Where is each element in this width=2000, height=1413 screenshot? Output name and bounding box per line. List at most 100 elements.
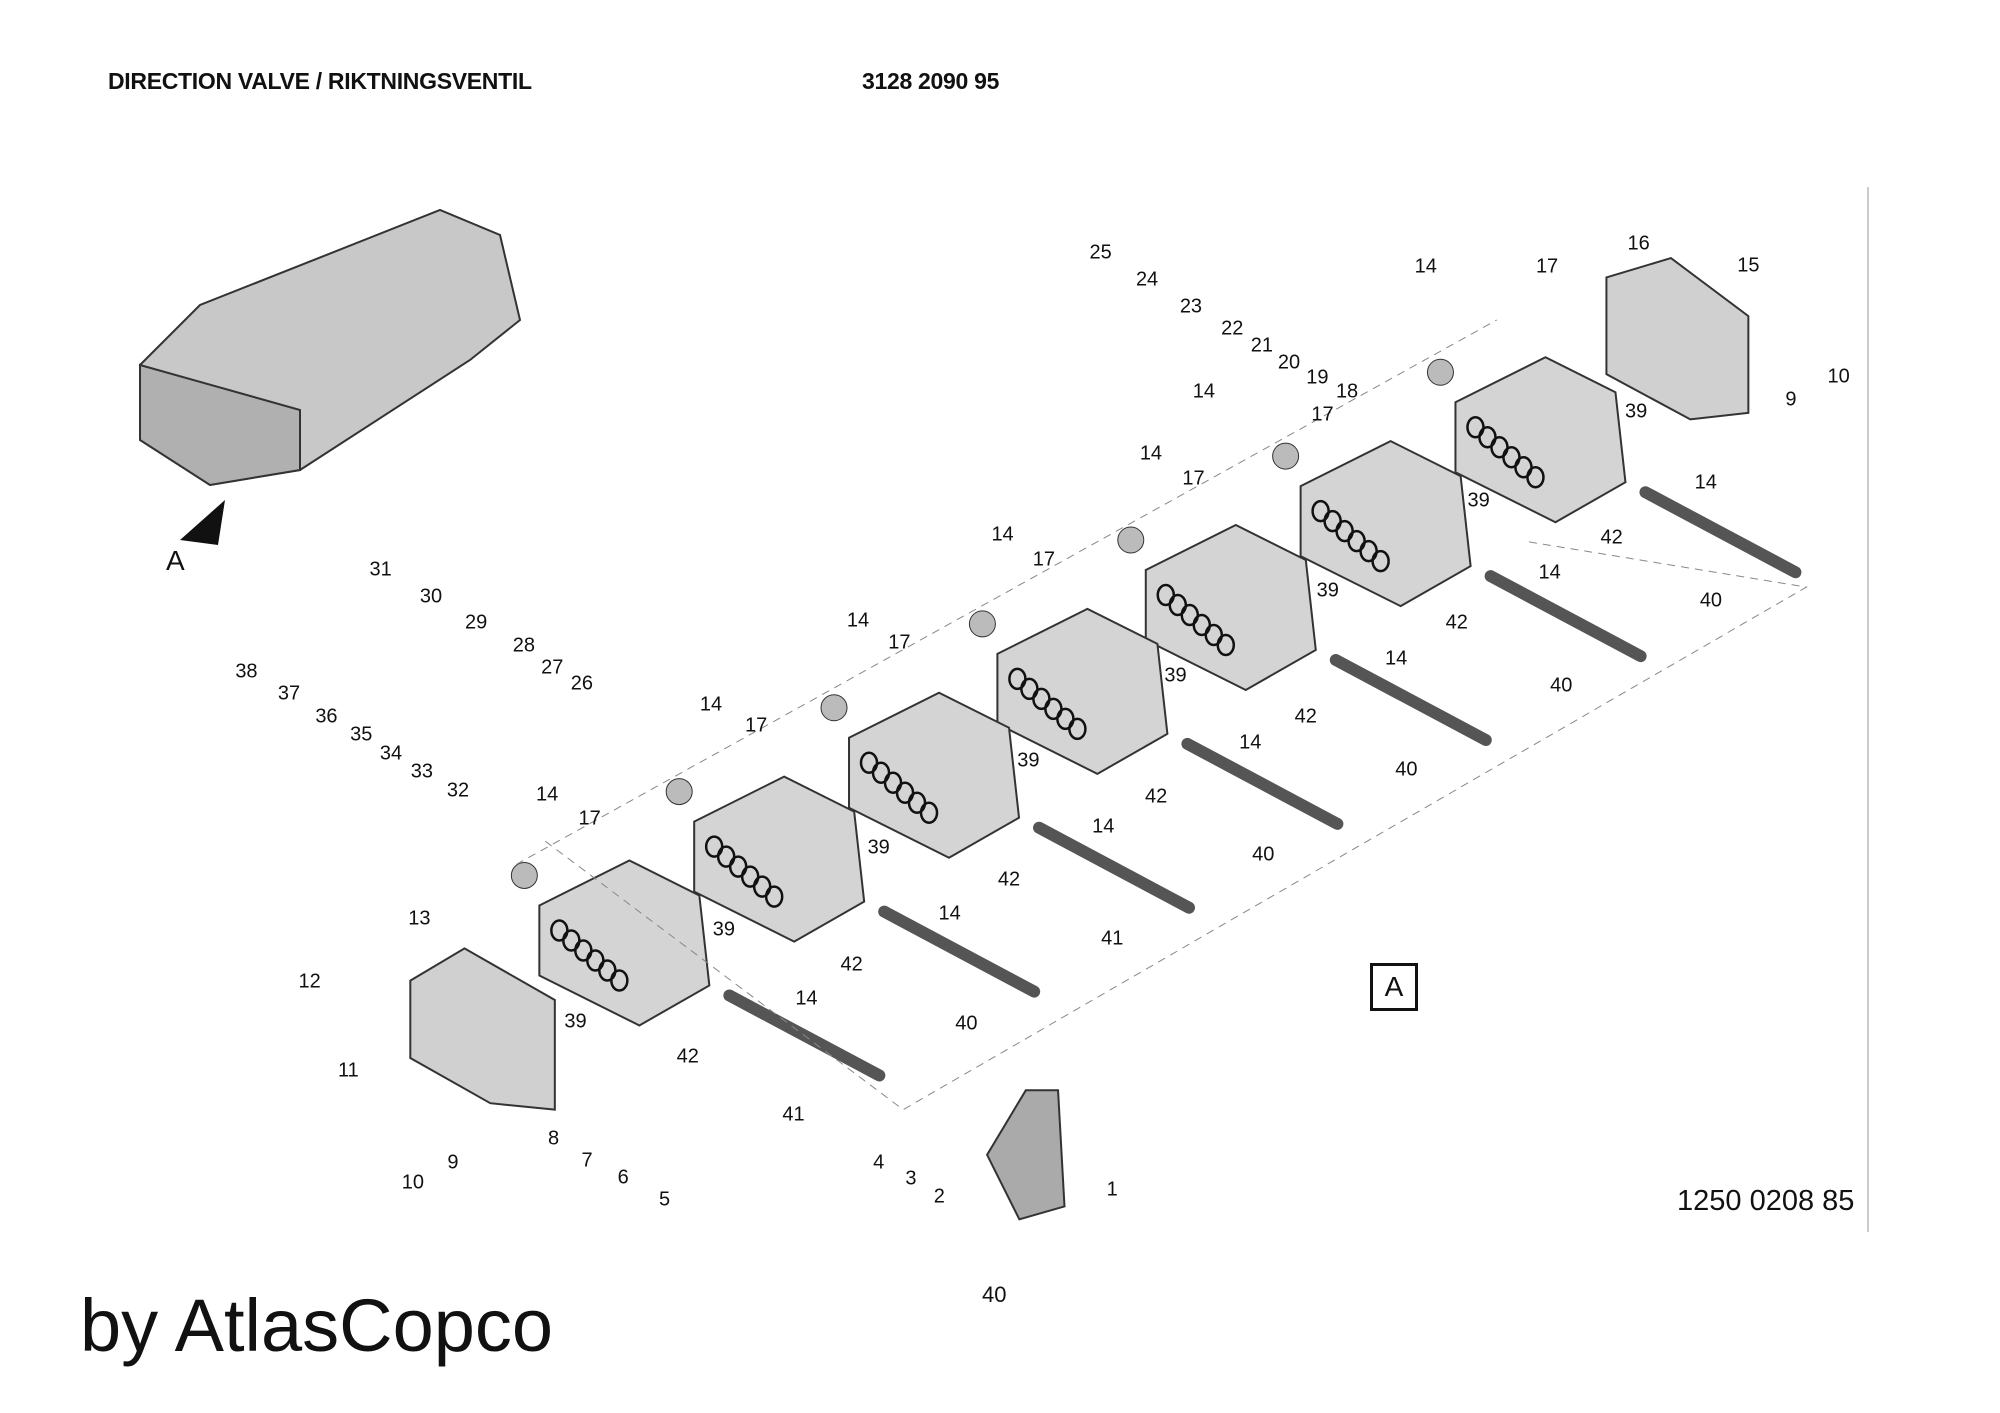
part-number: 3128 2090 95 <box>862 68 1000 94</box>
callout-37: 37 <box>277 682 301 705</box>
callout-10: 10 <box>1827 365 1850 388</box>
drawing-number: 1250 0208 85 <box>1677 1185 1855 1217</box>
o-ring <box>919 801 939 824</box>
plug <box>1272 442 1300 470</box>
callout-14: 14 <box>846 609 870 632</box>
callout-34: 34 <box>379 742 403 765</box>
spool <box>1639 486 1802 579</box>
callout-14: 14 <box>991 523 1014 546</box>
callout-14: 14 <box>1694 471 1717 494</box>
parts-layer <box>409 256 1808 1221</box>
brand-watermark: by AtlasCopco <box>80 1284 554 1367</box>
callout-42: 42 <box>840 953 863 976</box>
callout-14: 14 <box>1239 731 1262 754</box>
callout-40: 40 <box>1252 843 1275 866</box>
callout-27: 27 <box>541 656 564 679</box>
callout-42: 42 <box>1600 526 1623 549</box>
callout-13: 13 <box>408 907 431 930</box>
callout-25: 25 <box>1089 241 1112 264</box>
callout-42: 42 <box>1144 785 1168 808</box>
callout-40: 40 <box>1550 674 1573 697</box>
view-arrow-icon <box>180 500 225 545</box>
callout-42: 42 <box>1294 705 1317 728</box>
callout-3: 3 <box>905 1167 917 1190</box>
callout-22: 22 <box>1221 317 1244 340</box>
document-title: DIRECTION VALVE / RIKTNINGSVENTIL <box>108 68 532 94</box>
callout-40: 40 <box>955 1012 978 1035</box>
view-box-label: A <box>1370 963 1418 1011</box>
callout-11: 11 <box>337 1059 359 1082</box>
callout-40: 40 <box>1395 758 1418 781</box>
o-ring <box>610 969 629 992</box>
callout-41: 41 <box>782 1103 805 1126</box>
callout-20: 20 <box>1277 351 1301 374</box>
callout-30: 30 <box>419 585 443 608</box>
spool <box>1484 570 1647 663</box>
callout-39: 39 <box>564 1010 587 1033</box>
callout-14: 14 <box>938 902 961 925</box>
callout-17: 17 <box>888 631 911 654</box>
callout-17: 17 <box>744 714 768 737</box>
callout-33: 33 <box>410 760 434 783</box>
o-ring <box>1068 717 1087 741</box>
callout-23: 23 <box>1179 295 1203 318</box>
callout-39: 39 <box>712 918 735 941</box>
callout-17: 17 <box>1182 467 1205 490</box>
valve-section-body <box>538 859 711 1027</box>
callout-19: 19 <box>1306 366 1329 389</box>
callout-35: 35 <box>350 723 373 746</box>
callout-2: 2 <box>933 1185 945 1208</box>
callout-15: 15 <box>1737 254 1760 277</box>
callout-41: 41 <box>1101 927 1124 950</box>
spool <box>1329 653 1492 746</box>
dashed-assembly-line <box>541 541 1808 1111</box>
callout-14: 14 <box>1414 255 1437 278</box>
plug <box>968 610 996 638</box>
callout-31: 31 <box>369 558 392 581</box>
callout-16: 16 <box>1627 232 1650 255</box>
o-ring <box>1371 549 1390 573</box>
callout-39: 39 <box>1467 489 1490 512</box>
valve-section-body <box>848 691 1021 859</box>
actuator-housing <box>985 1089 1066 1221</box>
callout-39: 39 <box>1624 400 1648 423</box>
callout-42: 42 <box>676 1045 699 1068</box>
spool <box>1033 821 1196 914</box>
callout-42: 42 <box>1445 611 1468 634</box>
plug <box>1426 358 1454 386</box>
callout-39: 39 <box>1017 749 1040 772</box>
callout-9: 9 <box>447 1151 459 1174</box>
callout-4: 4 <box>873 1151 885 1174</box>
callout-39: 39 <box>1164 664 1187 687</box>
valve-section-body <box>1454 356 1627 524</box>
callout-12: 12 <box>298 970 321 993</box>
callout-28: 28 <box>512 634 535 657</box>
callout-7: 7 <box>581 1149 593 1172</box>
callout-24: 24 <box>1135 268 1159 291</box>
callout-10: 10 <box>401 1171 425 1194</box>
callout-5: 5 <box>658 1188 671 1211</box>
o-ring <box>1526 466 1545 489</box>
callout-26: 26 <box>570 672 594 695</box>
callout-8: 8 <box>547 1127 560 1150</box>
plug <box>665 778 693 806</box>
callout-14: 14 <box>1192 380 1215 403</box>
callout-21: 21 <box>1250 334 1274 357</box>
callout-17: 17 <box>1311 403 1334 426</box>
dashed-assembly-line <box>515 319 1497 865</box>
inlet-end-cover <box>409 947 556 1111</box>
callout-14: 14 <box>795 987 818 1010</box>
valve-section-body <box>1299 440 1472 608</box>
plug <box>820 694 848 722</box>
callout-17: 17 <box>1032 548 1055 571</box>
spool <box>1181 737 1344 830</box>
callout-17: 17 <box>578 807 601 830</box>
o-ring <box>764 885 784 908</box>
callout-1: 1 <box>1106 1178 1118 1201</box>
callout-39: 39 <box>1316 579 1339 602</box>
callout-36: 36 <box>315 705 338 728</box>
page-number: 40 <box>982 1282 1007 1307</box>
callout-14: 14 <box>535 783 559 806</box>
callout-6: 6 <box>617 1166 629 1189</box>
